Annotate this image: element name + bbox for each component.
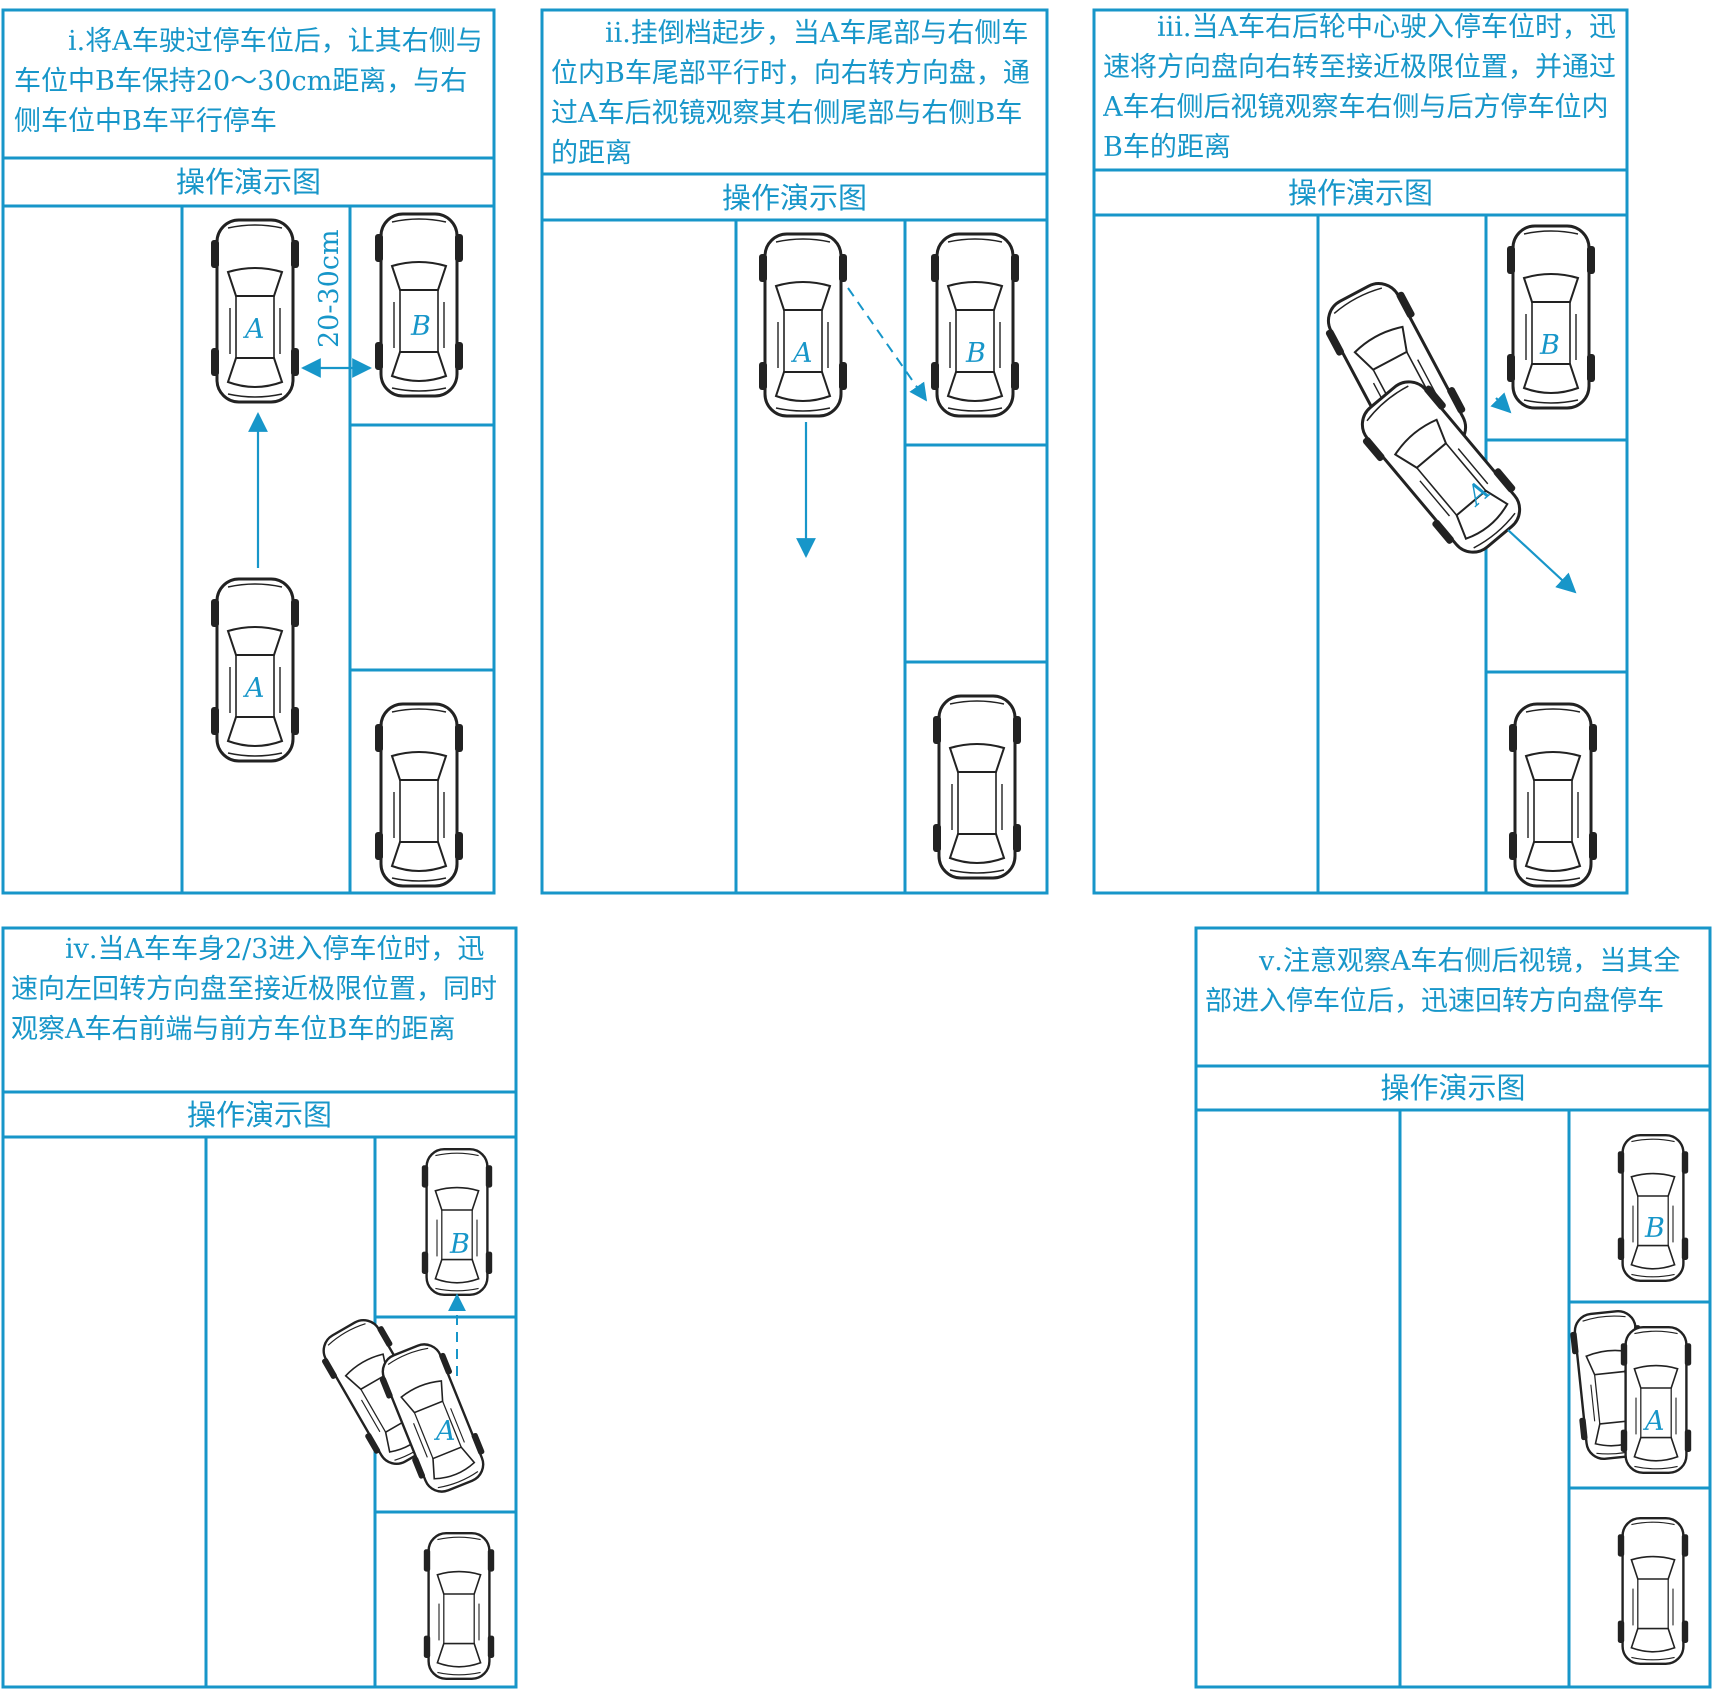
panel-ii: A B [540,8,1049,895]
panel-ii-header: 操作演示图 [721,181,867,215]
car-b-label: B [965,338,986,369]
car-bottom-right [373,702,465,888]
car-a-label: A [790,338,813,369]
panel-i-header: 操作演示图 [175,165,321,199]
car-b [1505,224,1597,410]
panel-iv-caption: ⅳ.当A车车身2/3进入停车位时，迅速向左回转方向盘至接近极限位置，同时观察A车… [11,934,497,1045]
panel-i: A A B 20-30cm [1,8,496,895]
panel-v-header: 操作演示图 [1380,1071,1526,1105]
car-b [929,232,1021,418]
car-a-label: A [242,673,265,704]
panel-iv-frame [1,926,518,1689]
car-a-stopped [209,218,301,404]
car-a [757,232,849,418]
gap-arrow [1490,392,1512,414]
panel-i-caption: ⅰ.将A车驶过停车位后，让其右侧与车位中B车保持20～30cm距离，与右侧车位中… [14,26,483,137]
car-b-label: B [410,311,431,342]
panel-ii-frame [540,8,1049,895]
car-b-label: B [1644,1213,1665,1244]
car-a [1619,1325,1693,1475]
distance-label: 20-30cm [314,229,345,348]
car-b-label: B [449,1229,470,1260]
panel-i-frame [1,8,496,895]
panel-iii-header: 操作演示图 [1287,176,1433,210]
car-bottom-right [422,1531,496,1681]
car-a-label: A [1642,1406,1665,1437]
car-bottom-right [1616,1516,1690,1666]
panel-iii-caption: ⅲ.当A车右后轮中心驶入停车位时，迅速将方向盘向右转至接近极限位置，并通过A车右… [1103,12,1616,163]
panel-iii-frame [1092,8,1629,895]
panel-v-caption: ⅴ.注意观察A车右侧后视镜，当其全部进入停车位后，迅速回转方向盘停车 [1205,946,1681,1017]
car-b [1616,1133,1690,1283]
car-b-label: B [1539,330,1560,361]
car-b-top [373,212,465,398]
sight-line [847,287,928,402]
car-b [420,1147,494,1297]
panel-v-frame [1194,926,1712,1689]
car-a-label: A [242,314,265,345]
panel-iv: A B [1,926,518,1689]
panel-iv-header: 操作演示图 [186,1098,332,1132]
car-a-start [209,577,301,763]
car-bottom-right [931,694,1023,880]
panel-ii-caption: ⅱ.挂倒档起步，当A车尾部与右侧车位内B车尾部平行时，向右转方向盘，通过A车后视… [551,18,1030,169]
car-a-label: A [433,1416,456,1447]
panel-iii: A B [1092,8,1629,895]
reverse-arrow [1507,529,1577,594]
car-bottom-right [1507,702,1599,888]
panel-v: A B [1194,926,1712,1689]
